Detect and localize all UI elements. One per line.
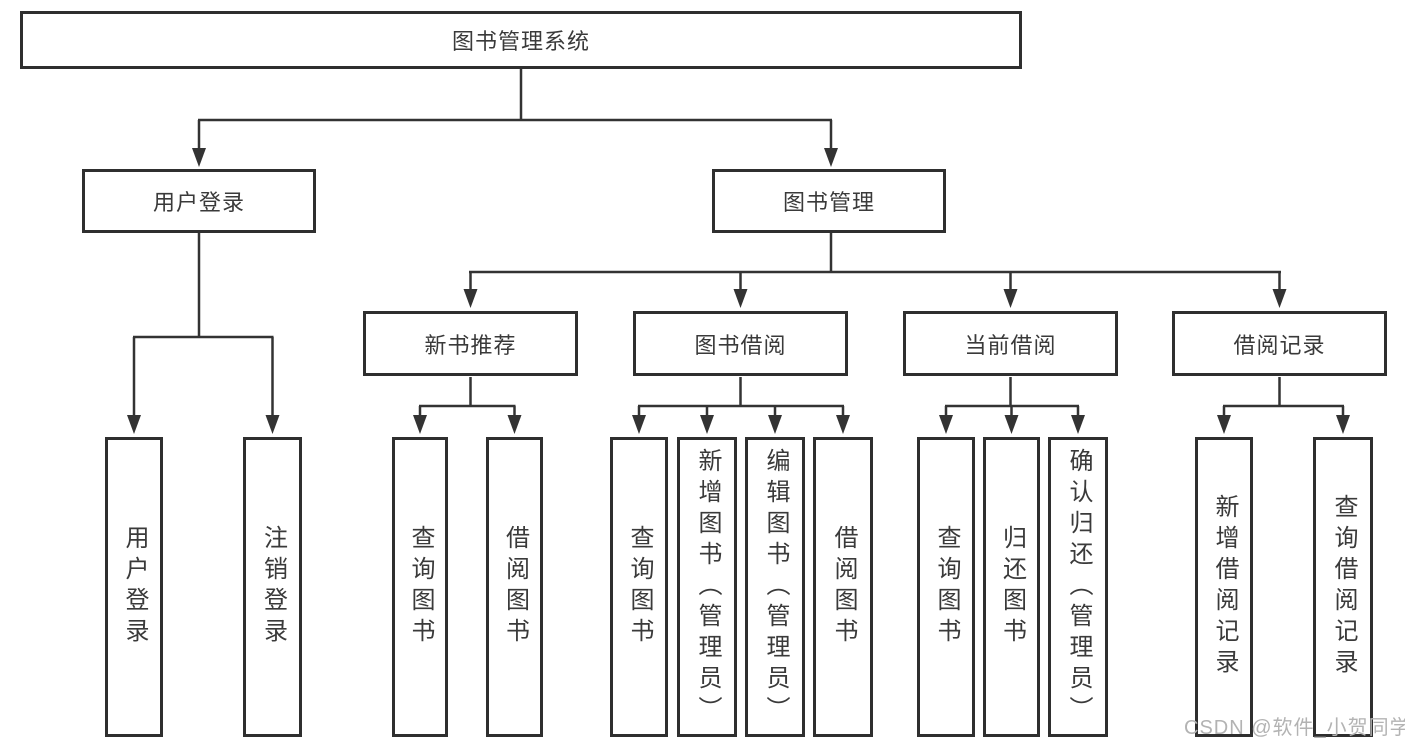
node-book-borrow: 图书借阅 xyxy=(633,311,848,376)
leaf-box-12: 查询借阅记录 xyxy=(1313,437,1373,737)
leaf-box-5: 新增图书（管理员） xyxy=(677,437,737,737)
leaf-box-8: 查询图书 xyxy=(917,437,975,737)
node-user-login: 用户登录 xyxy=(82,169,316,233)
leaf-box-6: 编辑图书（管理员） xyxy=(745,437,805,737)
node-current-borrow-label: 当前借阅 xyxy=(964,332,1057,358)
leaf-box-11: 新增借阅记录 xyxy=(1195,437,1253,737)
leaf-box-10: 确认归还（管理员） xyxy=(1048,437,1108,737)
node-book-management: 图书管理 xyxy=(712,169,946,233)
leaf-label: 新增图书（管理员） xyxy=(694,447,721,727)
leaf-label: 确认归还（管理员） xyxy=(1065,447,1092,727)
node-book-management-label: 图书管理 xyxy=(782,190,875,215)
leaf-label: 注销登录 xyxy=(259,525,287,649)
node-root-label: 图书管理系统 xyxy=(451,29,590,54)
leaf-label: 新增借阅记录 xyxy=(1211,494,1238,680)
leaf-box-3: 借阅图书 xyxy=(486,437,543,737)
leaf-box-4: 查询图书 xyxy=(610,437,668,737)
leaf-label: 编辑图书（管理员） xyxy=(762,447,789,727)
node-new-book-recommend-label: 新书推荐 xyxy=(424,332,517,358)
leaf-label: 查询图书 xyxy=(626,525,653,649)
node-current-borrow: 当前借阅 xyxy=(903,311,1118,376)
node-borrow-records: 借阅记录 xyxy=(1172,311,1387,376)
leaf-label: 用户登录 xyxy=(121,525,148,649)
leaf-label: 查询图书 xyxy=(933,525,960,649)
leaf-box-2: 查询图书 xyxy=(392,437,448,737)
node-user-login-label: 用户登录 xyxy=(152,190,245,215)
leaf-box-0: 用户登录 xyxy=(105,437,163,737)
node-book-borrow-label: 图书借阅 xyxy=(694,332,787,358)
leaf-label: 归还图书 xyxy=(998,525,1026,649)
leaf-box-9: 归还图书 xyxy=(983,437,1040,737)
node-borrow-records-label: 借阅记录 xyxy=(1233,332,1326,358)
leaf-label: 借阅图书 xyxy=(830,525,857,649)
leaf-label: 借阅图书 xyxy=(501,525,529,649)
leaf-box-1: 注销登录 xyxy=(243,437,302,737)
leaf-box-7: 借阅图书 xyxy=(813,437,873,737)
node-new-book-recommend: 新书推荐 xyxy=(363,311,578,376)
watermark: CSDN @软件_小贺同学 xyxy=(1184,717,1405,739)
leaf-label: 查询借阅记录 xyxy=(1330,494,1357,680)
node-root: 图书管理系统 xyxy=(20,11,1022,69)
leaf-label: 查询图书 xyxy=(407,525,434,649)
